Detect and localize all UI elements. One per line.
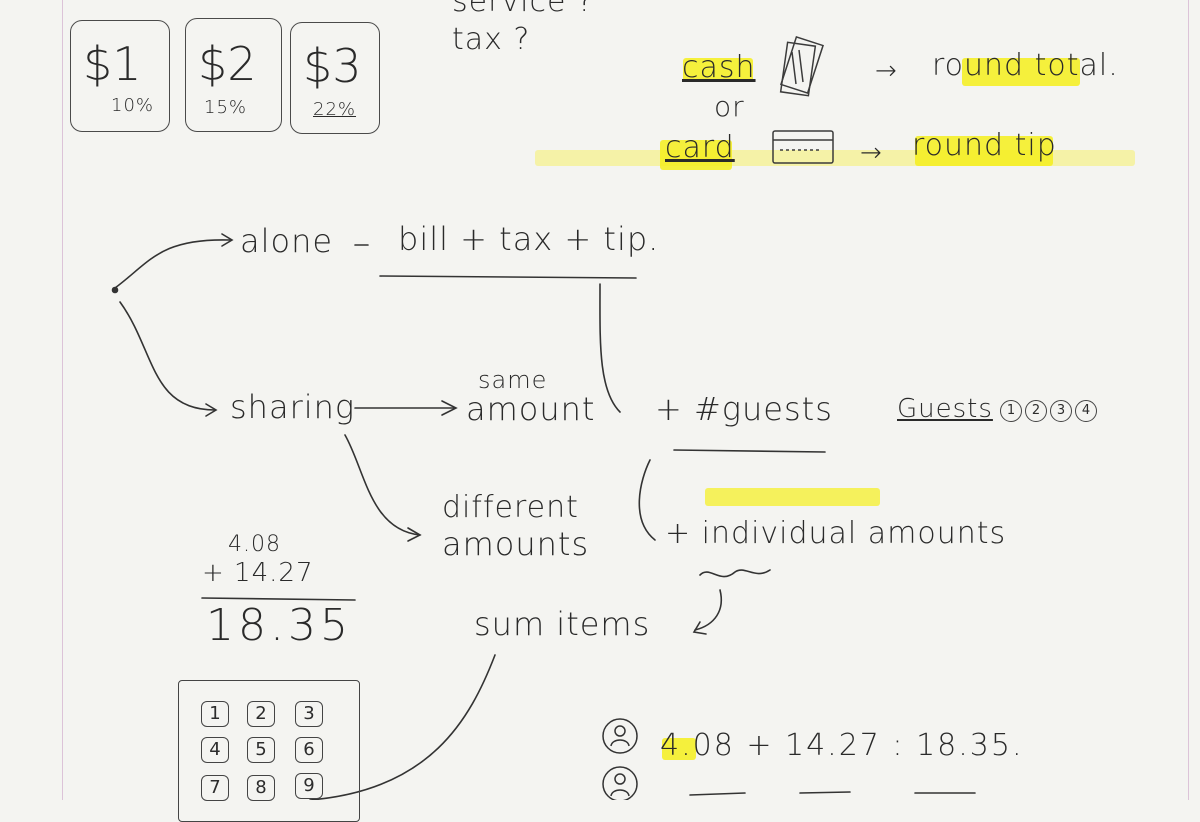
- plus-guests-label: + #guests: [655, 390, 833, 428]
- margin-line-right: [1188, 0, 1189, 800]
- same-label: same: [478, 366, 548, 394]
- guest-1-button[interactable]: 1: [1000, 400, 1022, 422]
- arrowhead-sum: [692, 621, 707, 635]
- key-6[interactable]: 6: [295, 737, 323, 763]
- highlight-round-total: [962, 58, 1080, 86]
- arrowhead-sharing: [205, 403, 218, 417]
- person-icon: [602, 718, 638, 800]
- branch-sharing-line: [119, 301, 216, 411]
- alone-label: alone: [240, 222, 334, 260]
- to-sum-arrow-line: [694, 589, 722, 631]
- key-7[interactable]: 7: [201, 775, 229, 801]
- cash-arrow: →: [875, 56, 898, 86]
- branch-alone-line: [114, 239, 231, 289]
- tip-option-1[interactable]: $1 10%: [70, 20, 170, 132]
- amounts-label: amounts: [442, 525, 590, 563]
- tip-percent: 10%: [111, 95, 155, 116]
- card-result: round tip: [912, 128, 1057, 163]
- tip-option-2[interactable]: $2 15%: [185, 18, 282, 132]
- key-3[interactable]: 3: [295, 701, 323, 727]
- sum-to-keypad-line: [309, 654, 496, 800]
- highlight-round-tip: [915, 136, 1053, 166]
- notebook-sheet: service ? tax ? $1 10% $2 15% $3 22% cas…: [62, 0, 1189, 822]
- sum-items-label: sum items: [474, 605, 651, 643]
- highlight-cash: [683, 58, 753, 82]
- cash-bills-icon: [779, 35, 824, 97]
- alone-formula-underline: [379, 275, 637, 279]
- tip-percent: 15%: [204, 97, 248, 118]
- arrowhead-different: [407, 527, 422, 542]
- cash-result: round total.: [932, 48, 1119, 83]
- tip-option-3[interactable]: $3 22%: [290, 22, 380, 134]
- or-label: or: [714, 90, 745, 123]
- amount-label: amount: [466, 390, 596, 428]
- arrowhead-alone: [221, 233, 234, 247]
- squiggle: [699, 569, 771, 578]
- key-8[interactable]: 8: [247, 775, 275, 801]
- highlight-individual: [705, 488, 880, 506]
- alone-formula: bill + tax + tip.: [398, 220, 660, 258]
- highlight-card: [660, 140, 732, 170]
- guests-label: Guests: [897, 394, 993, 424]
- guests-underline: [673, 449, 826, 453]
- tip-percent: 22%: [313, 99, 357, 120]
- plus-individual-label: + individual amounts: [665, 516, 1007, 551]
- branch-origin-dot: [111, 286, 119, 294]
- margin-line-left: [62, 0, 63, 800]
- different-to-individual-line: [638, 459, 656, 541]
- card-arrow: →: [860, 138, 883, 168]
- arrowhead-same: [441, 400, 458, 416]
- guest-4-button[interactable]: 4: [1075, 400, 1097, 422]
- guest-3-button[interactable]: 3: [1050, 400, 1072, 422]
- example-equation: 4.08 + 14.27 : 18.35.: [660, 728, 1024, 763]
- service-note: service ?: [452, 0, 594, 19]
- addend-a: 4.08: [228, 532, 281, 557]
- formula-to-guests-line: [599, 283, 621, 413]
- tax-note: tax ?: [452, 22, 531, 57]
- key-1[interactable]: 1: [201, 701, 229, 727]
- key-9[interactable]: 9: [295, 773, 323, 799]
- addend-b: + 14.27: [202, 558, 314, 588]
- sum-result: 18.35: [206, 600, 352, 651]
- tip-amount: $3: [303, 39, 362, 93]
- card-label: card: [665, 130, 735, 165]
- key-2[interactable]: 2: [247, 701, 275, 727]
- sharing-label: sharing: [230, 388, 356, 426]
- flow-connectors: [111, 233, 976, 800]
- guest-2-button[interactable]: 2: [1025, 400, 1047, 422]
- sum-line: [201, 597, 356, 601]
- cash-label: cash: [682, 50, 756, 85]
- different-label: different: [442, 490, 579, 525]
- tip-amount: $2: [198, 37, 257, 91]
- highlight-example-first: [662, 738, 696, 760]
- tip-amount: $1: [83, 37, 142, 91]
- credit-card-icon: [772, 130, 834, 164]
- different-arrow-line: [344, 434, 421, 536]
- keypad: 1 2 3 4 5 6 7 8 9: [178, 680, 360, 822]
- key-5[interactable]: 5: [247, 737, 275, 763]
- key-4[interactable]: 4: [201, 737, 229, 763]
